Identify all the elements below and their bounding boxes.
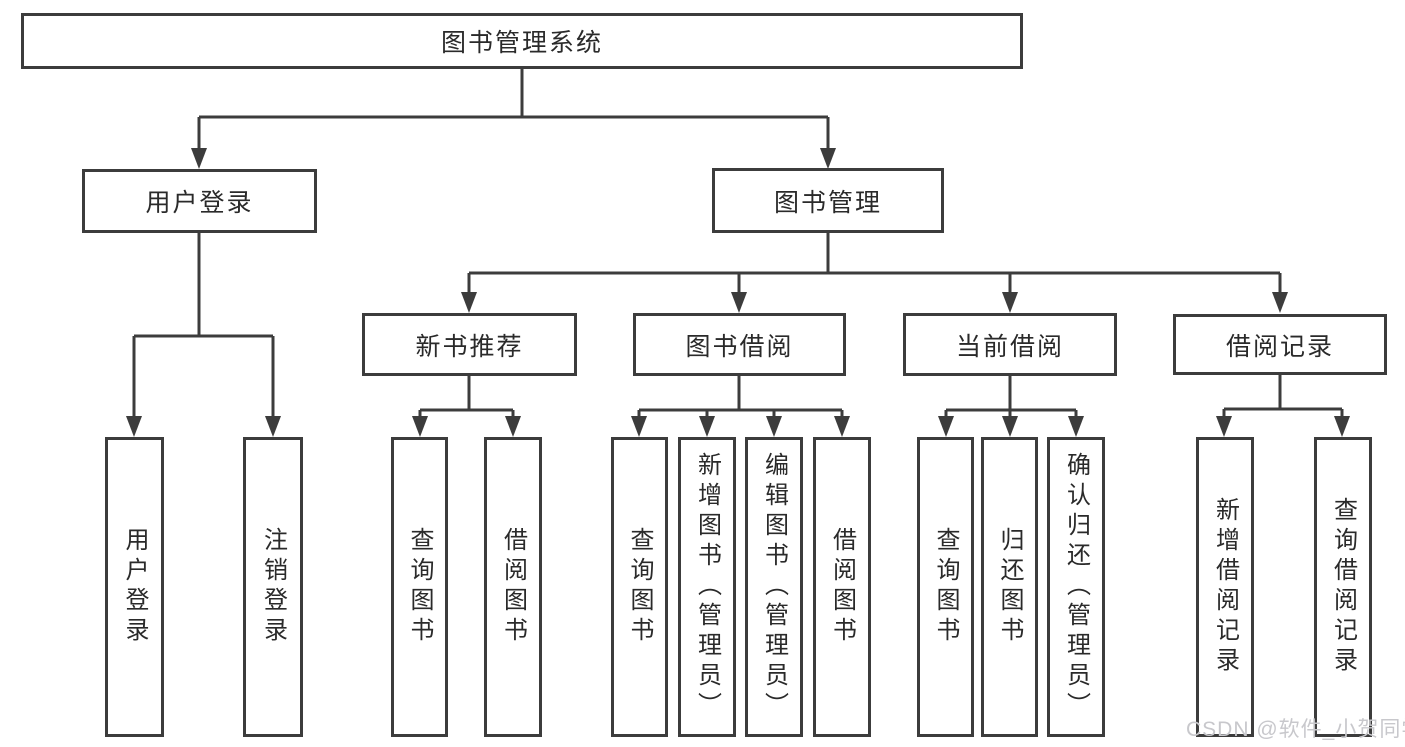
node-new-book-recommend: 新书推荐 <box>362 313 577 376</box>
watermark: CSDN @软件_小贺同学 <box>1186 718 1405 741</box>
node-book-management: 图书管理 <box>712 168 944 233</box>
arrowheads <box>126 148 1350 437</box>
node-user-login: 用户登录 <box>82 169 317 233</box>
node-current-borrow: 当前借阅 <box>903 313 1117 376</box>
leaf-return-book: 归还图书 <box>981 437 1038 737</box>
node-root: 图书管理系统 <box>21 13 1023 69</box>
leaf-add-borrow-record: 新增借阅记录 <box>1196 437 1254 737</box>
leaf-query-borrow-record: 查询借阅记录 <box>1314 437 1372 737</box>
node-borrow-records: 借阅记录 <box>1173 314 1387 375</box>
leaf-query-books-borrow: 查询图书 <box>611 437 668 737</box>
leaf-logout: 注销登录 <box>243 437 303 737</box>
connector-shafts <box>132 69 1344 422</box>
leaf-query-books-current: 查询图书 <box>917 437 974 737</box>
leaf-borrow-books: 借阅图书 <box>813 437 871 737</box>
leaf-borrow-books-recommend: 借阅图书 <box>484 437 542 737</box>
leaf-edit-book-admin: 编辑图书（管理员） <box>745 437 803 737</box>
node-book-borrow: 图书借阅 <box>633 313 846 376</box>
leaf-confirm-return-admin: 确认归还（管理员） <box>1047 437 1105 737</box>
leaf-query-books-recommend: 查询图书 <box>391 437 448 737</box>
leaf-add-book-admin: 新增图书（管理员） <box>678 437 736 737</box>
leaf-user-login: 用户登录 <box>105 437 164 737</box>
